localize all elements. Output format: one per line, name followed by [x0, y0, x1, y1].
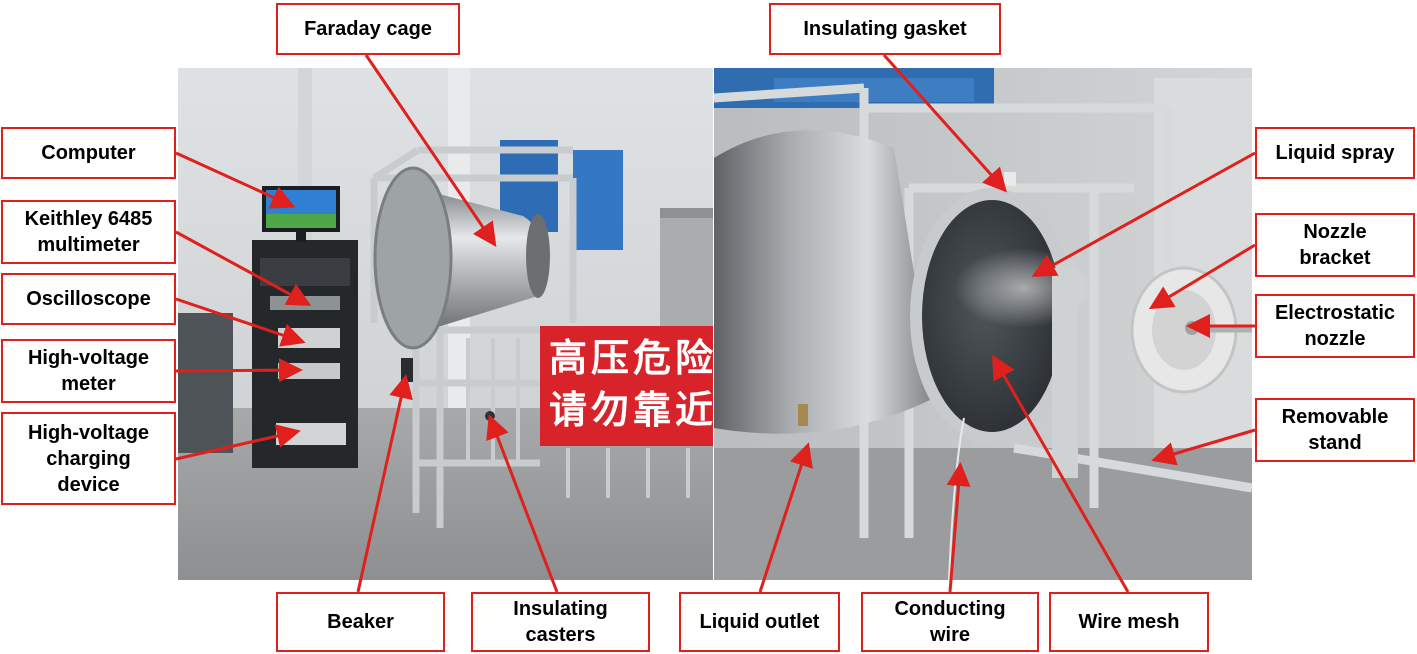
oscilloscope-unit	[278, 328, 340, 348]
label-liquid-outlet: Liquid outlet	[679, 592, 840, 652]
hv-charging-unit	[276, 423, 346, 445]
hv-meter-unit	[278, 363, 340, 379]
photo-left-lab-setup: 高压危险 请勿靠近	[178, 68, 713, 580]
gasket-object	[1004, 172, 1016, 186]
label-conducting-wire: Conducting wire	[861, 592, 1039, 652]
label-high-voltage-charging-device: High-voltage charging device	[1, 412, 176, 505]
warning-sign-line1: 高压危险	[549, 336, 713, 380]
photo-right-closeup	[714, 68, 1252, 580]
label-insulating-gasket: Insulating gasket	[769, 3, 1001, 55]
label-oscilloscope: Oscilloscope	[1, 273, 176, 325]
label-electrostatic-nozzle: Electrostatic nozzle	[1255, 294, 1415, 358]
label-keithley-multimeter: Keithley 6485 multimeter	[1, 200, 176, 264]
label-faraday-cage: Faraday cage	[276, 3, 460, 55]
label-wire-mesh: Wire mesh	[1049, 592, 1209, 652]
keithley-unit	[270, 296, 340, 310]
label-insulating-casters: Insulating casters	[471, 592, 650, 652]
cylinder-body	[714, 130, 934, 434]
faraday-cage-end	[373, 166, 453, 350]
wall-poster	[573, 150, 623, 250]
nozzle-object	[1185, 321, 1199, 335]
label-nozzle-bracket: Nozzle bracket	[1255, 213, 1415, 277]
warning-sign: 高压危险 请勿靠近	[540, 326, 713, 446]
warning-sign-line2: 请勿靠近	[549, 388, 713, 432]
label-beaker: Beaker	[276, 592, 445, 652]
label-computer: Computer	[1, 127, 176, 179]
label-removable-stand: Removable stand	[1255, 398, 1415, 462]
liquid-outlet-object	[798, 404, 808, 426]
beaker-object	[401, 358, 413, 382]
label-liquid-spray: Liquid spray	[1255, 127, 1415, 179]
label-high-voltage-meter: High-voltage meter	[1, 339, 176, 403]
caster	[485, 411, 495, 421]
